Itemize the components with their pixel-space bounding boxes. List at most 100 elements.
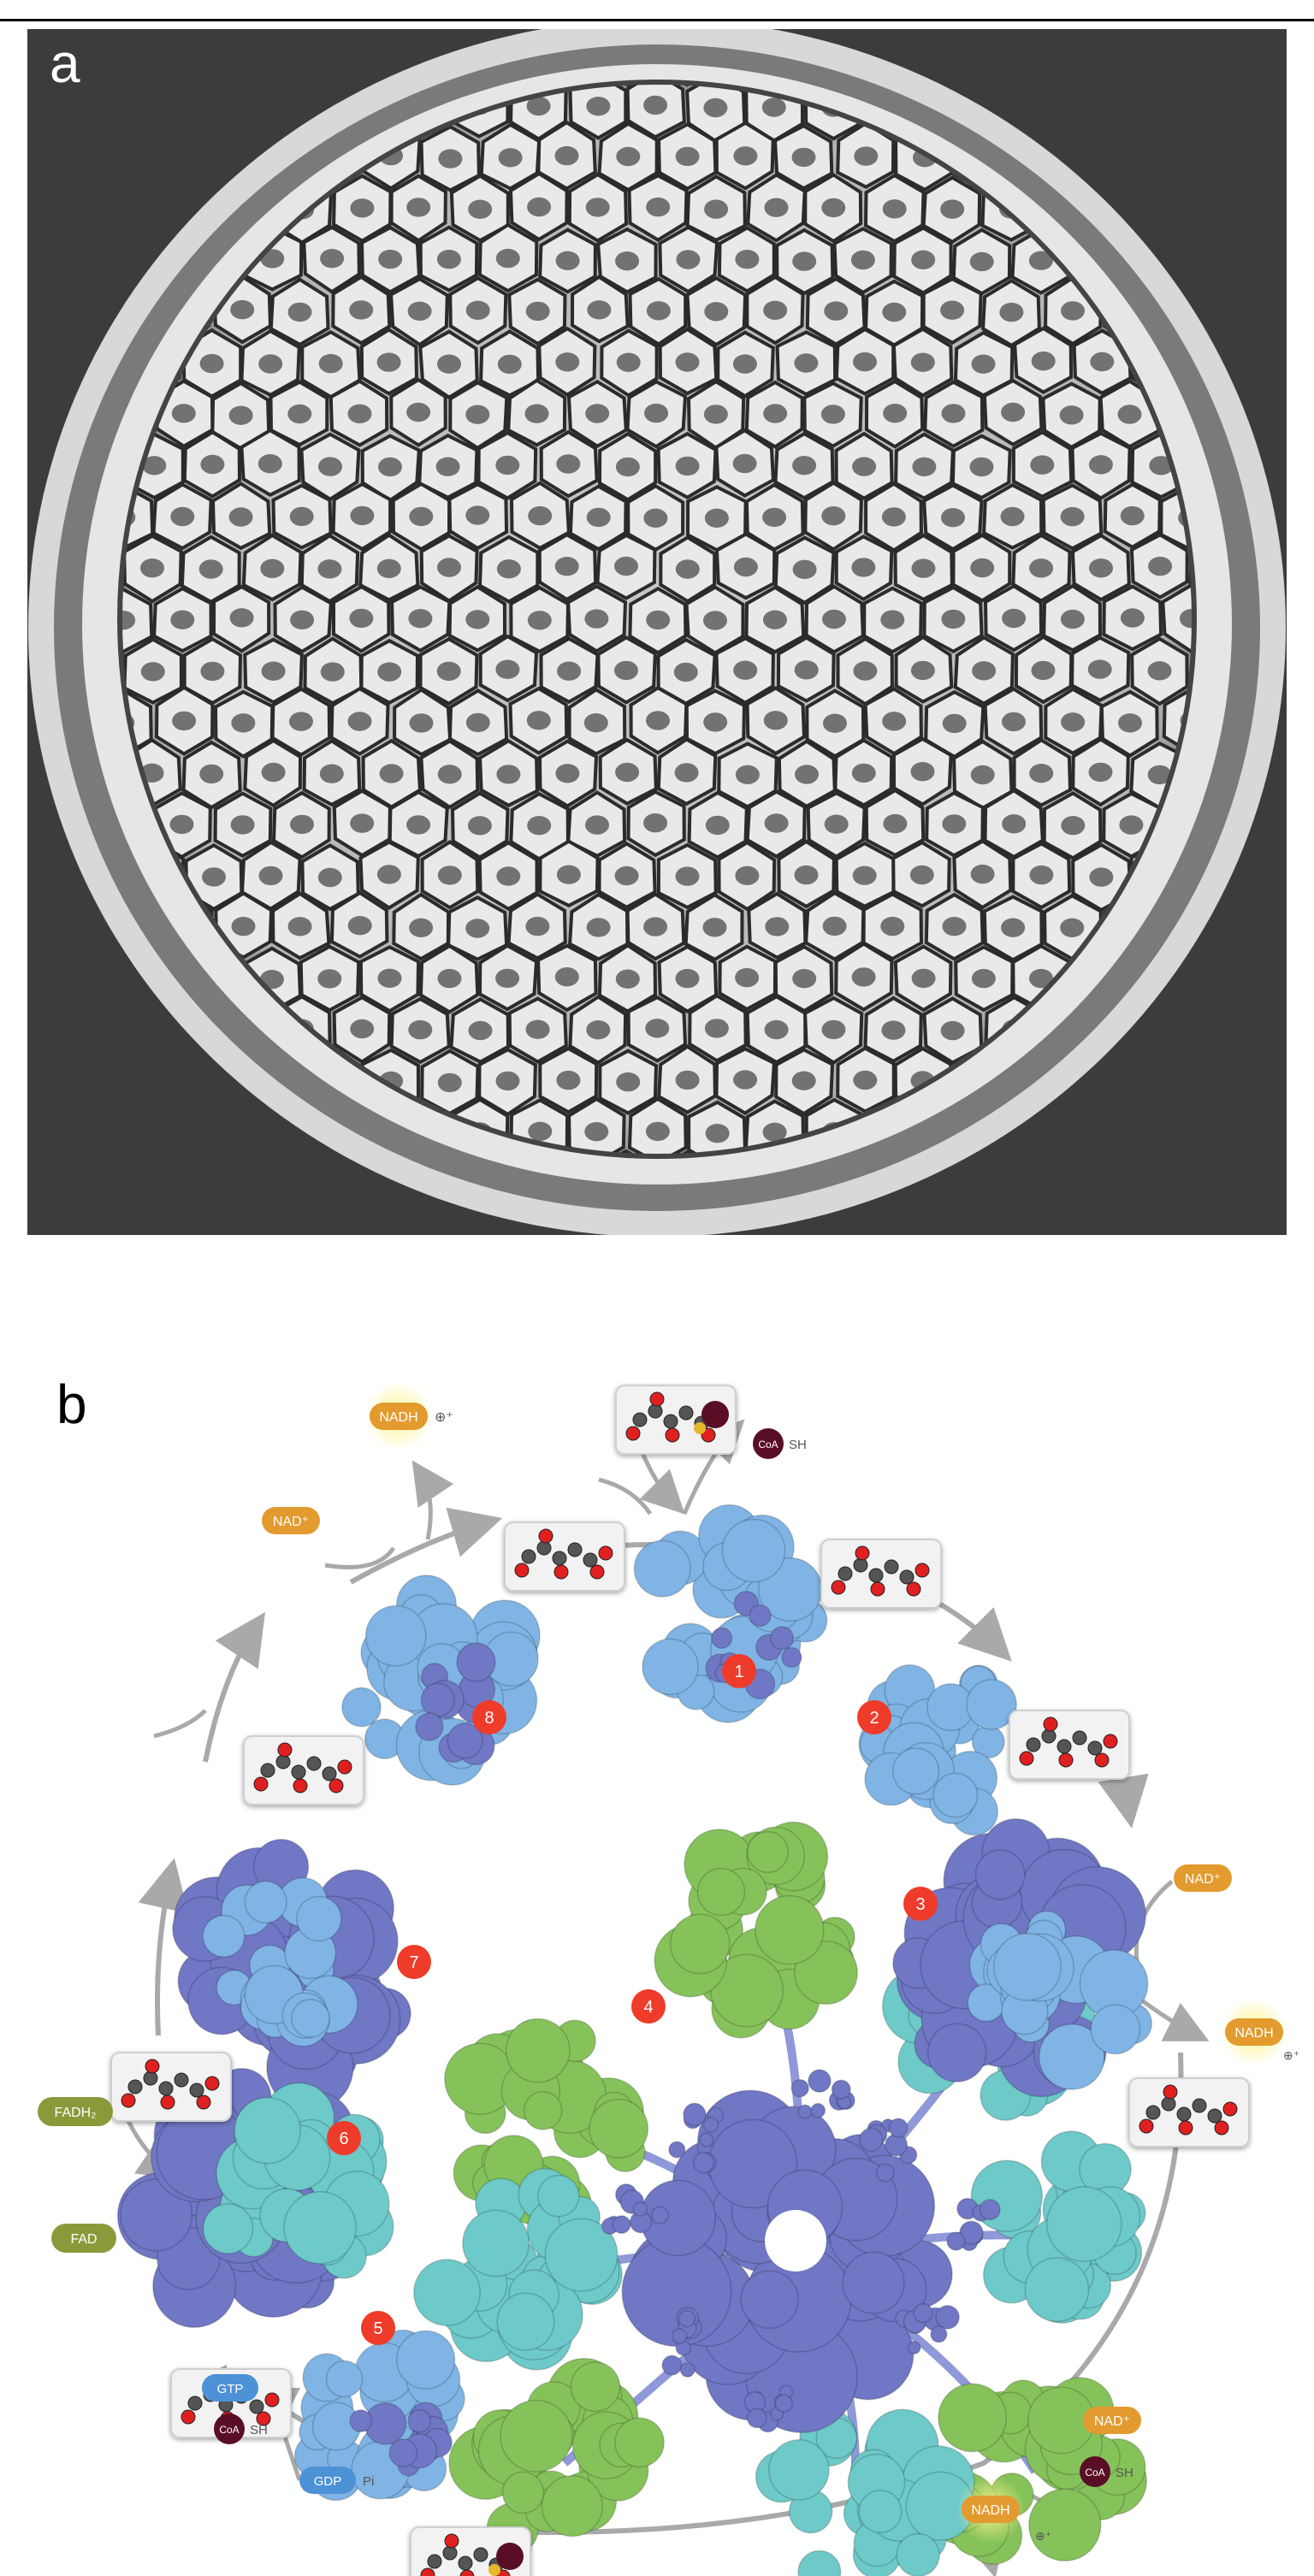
- dish-edge-ring: [117, 80, 1197, 1159]
- complex-4-peripheral-subunit: [448, 2357, 665, 2555]
- cell-center-shadow: [762, 1122, 787, 1143]
- enzyme-1: [633, 1504, 828, 1723]
- cell-center-shadow: [645, 1121, 670, 1142]
- protein-subunit: [888, 2118, 909, 2138]
- cell-center-shadow: [733, 557, 758, 577]
- protein-subunit: [770, 1626, 795, 1651]
- cell-center-shadow: [703, 611, 727, 630]
- protein-subunit: [859, 2127, 884, 2152]
- cell-center-shadow: [555, 352, 580, 372]
- cell-center-shadow: [376, 865, 401, 884]
- cell-center-shadow: [732, 354, 757, 374]
- oxaloacetate-box: [504, 1521, 625, 1592]
- cell-center-shadow: [587, 300, 612, 320]
- cell-center-shadow: [289, 506, 314, 527]
- atom: [838, 1566, 853, 1581]
- protein-subunit: [979, 2199, 1001, 2221]
- cell-center-shadow: [702, 918, 727, 937]
- atom: [678, 1405, 694, 1421]
- cell-center-shadow: [408, 1019, 433, 1040]
- protein-subunit: [749, 1604, 772, 1628]
- sh-label: SH: [789, 1438, 807, 1452]
- sh-label: SH: [1116, 2466, 1133, 2480]
- cell-center-shadow: [794, 353, 819, 373]
- cell-center-shadow: [1028, 251, 1053, 270]
- protein-subunit: [1090, 2004, 1141, 2055]
- cell-center-shadow: [704, 302, 729, 322]
- cell-center-shadow: [437, 1072, 462, 1093]
- fadh2-label: FADH₂: [55, 2106, 97, 2120]
- gtp-label: GTP: [217, 2382, 244, 2396]
- cell-center-shadow: [200, 661, 225, 682]
- cell-center-shadow: [765, 917, 790, 936]
- cell-center-shadow: [940, 300, 965, 320]
- cell-center-shadow: [495, 968, 520, 989]
- convection-cell: [596, 1149, 657, 1155]
- atom: [899, 1569, 914, 1585]
- cell-center-shadow: [347, 916, 372, 936]
- protein-subunit: [781, 1646, 802, 1669]
- protein-subunit: [283, 2190, 357, 2265]
- cell-center-shadow: [762, 507, 787, 528]
- cell-center-shadow: [1061, 301, 1085, 321]
- cell-center-shadow: [377, 968, 402, 989]
- acetyl-coa-box: [615, 1385, 737, 1455]
- cell-center-shadow: [735, 866, 760, 885]
- cell-center-shadow: [556, 1070, 581, 1090]
- enzyme-6-subunit: [202, 2082, 394, 2279]
- protein-subunit: [244, 1880, 287, 1924]
- nad-plus-pill-3: NAD⁺: [1174, 1864, 1232, 1892]
- cell-center-shadow: [942, 713, 967, 734]
- cell-center-shadow: [675, 456, 700, 476]
- protein-subunit: [683, 2102, 707, 2127]
- cell-center-shadow: [1029, 764, 1054, 783]
- atom: [249, 2399, 264, 2414]
- cell-center-shadow: [644, 403, 669, 423]
- enzyme-5-subunit: [349, 2402, 453, 2477]
- nadh-label: NADH: [971, 2503, 1009, 2518]
- protein-subunit: [810, 2102, 826, 2118]
- protein-subunit: [692, 2151, 715, 2174]
- arrow-6-to-7: [138, 1858, 189, 2036]
- cell-center-shadow: [999, 302, 1024, 322]
- cell-center-shadow: [735, 250, 760, 269]
- cell-center-shadow: [615, 457, 640, 477]
- atom: [906, 1581, 921, 1597]
- protein-subunit: [523, 2091, 563, 2130]
- atom: [458, 2555, 473, 2571]
- protein-subunit: [296, 1895, 342, 1942]
- atom: [277, 1742, 293, 1758]
- protein-subunit: [679, 2361, 695, 2378]
- protein-subunit: [633, 1539, 691, 1598]
- protein-subunit: [858, 2490, 903, 2534]
- complex-4-peripheral-subunit: [413, 2167, 623, 2371]
- cell-center-shadow: [528, 505, 553, 526]
- cell-center-shadow: [378, 249, 403, 269]
- protein-subunit: [291, 1999, 330, 2038]
- atom: [260, 1763, 275, 1778]
- cell-center-shadow: [290, 610, 315, 629]
- atom: [187, 2396, 203, 2411]
- arrow-7-to-8: [203, 1612, 265, 1763]
- atom: [665, 1427, 680, 1443]
- cell-center-shadow: [527, 197, 552, 217]
- atom: [1207, 2108, 1222, 2124]
- protein-subunit: [325, 2360, 364, 2398]
- cell-center-shadow: [883, 404, 908, 423]
- cell-center-shadow: [317, 559, 342, 579]
- convection-cells-photo: [27, 29, 1287, 1235]
- cell-center-shadow: [1120, 608, 1145, 628]
- complex-4-peripheral-subunit: [654, 1821, 859, 2039]
- cell-center-shadow: [646, 610, 671, 630]
- atom: [521, 1549, 536, 1564]
- protein-subunit: [589, 2098, 649, 2159]
- protein-subunit: [966, 1679, 1017, 1730]
- cell-center-shadow: [614, 556, 638, 576]
- cell-center-shadow: [407, 301, 432, 321]
- cell-center-shadow: [704, 199, 729, 219]
- atom: [553, 1564, 569, 1580]
- cell-center-shadow: [320, 662, 345, 682]
- isocitrate-box: [1009, 1710, 1130, 1780]
- atom: [625, 1426, 641, 1441]
